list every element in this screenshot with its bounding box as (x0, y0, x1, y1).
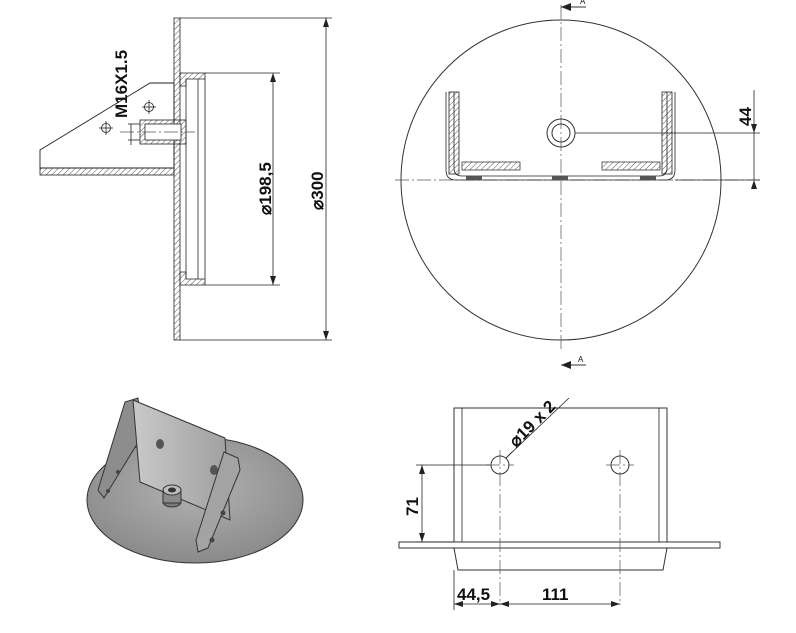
bracket-base-section (39, 167, 175, 176)
height-dimension: 71 (403, 497, 422, 516)
upper-rib-section (179, 72, 206, 87)
bolt-circle-dimension: ⌀198,5 (256, 162, 275, 215)
offset-dimension: 44 (736, 107, 755, 126)
front-bracket-plate (453, 407, 668, 543)
front-view: ⌀19 x 2 71 44,5 111 (398, 397, 721, 610)
boss-inner-circle (551, 123, 571, 143)
render-back-plate (132, 399, 231, 521)
side-section-view: M16X1.5 ⌀198,5 ⌀300 (39, 17, 332, 341)
edge-distance-dimension: 44,5 (457, 585, 490, 604)
lower-rib-section (179, 271, 206, 286)
outer-diameter-dimension: ⌀300 (308, 171, 327, 210)
section-marker-top: A (580, 0, 586, 6)
isometric-render (86, 397, 304, 564)
top-plan-view: 44 A A (395, 0, 760, 369)
base-plate-section (173, 17, 181, 341)
front-base-plate (398, 541, 721, 549)
hole-spec-label: ⌀19 x 2 (505, 397, 559, 451)
section-marker-bottom: A (578, 355, 584, 364)
hole-spacing-dimension: 111 (542, 585, 569, 604)
render-back-gusset (97, 397, 143, 499)
thread-label: M16X1.5 (112, 50, 131, 118)
render-front-gusset (195, 451, 241, 553)
